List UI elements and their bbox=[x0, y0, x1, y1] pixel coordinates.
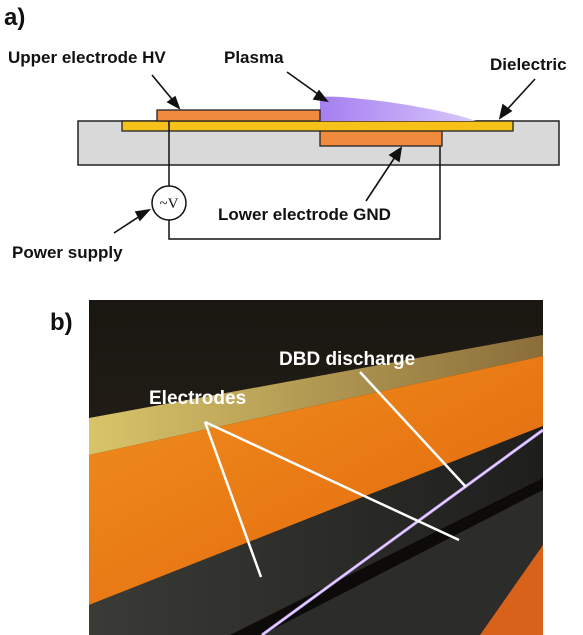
panel-b-photo: b) DBD discharge Electrode bbox=[50, 300, 543, 635]
panel-a-schematic: a) ~V Upper electrode HV Plasma Dielectr… bbox=[4, 4, 567, 262]
dark-electrode-strip bbox=[89, 426, 543, 635]
arrow-head-lower bbox=[388, 146, 403, 163]
arrow-head-plasma bbox=[312, 89, 329, 103]
lower-electrode bbox=[319, 129, 443, 147]
arrow-head-power bbox=[134, 208, 152, 222]
orange-electrode-surface bbox=[89, 356, 543, 605]
pointer-electrode-1 bbox=[203, 421, 263, 578]
dbd-discharge-core bbox=[261, 429, 543, 635]
far-surface-strip bbox=[89, 335, 543, 455]
second-electrode-strip bbox=[262, 490, 543, 635]
arrow-lower-electrode bbox=[365, 153, 398, 202]
annotation-arrows bbox=[113, 71, 536, 234]
wire-lower bbox=[168, 146, 441, 240]
photo-pointer-lines bbox=[203, 371, 467, 578]
arrow-head-upper bbox=[166, 95, 181, 110]
power-supply-label: Power supply bbox=[12, 243, 123, 262]
arrow-plasma bbox=[286, 71, 323, 98]
dielectric-label: Dielectric bbox=[490, 55, 567, 74]
arrow-dielectric bbox=[503, 78, 536, 114]
electrode-gap bbox=[230, 478, 543, 635]
ac-source-icon bbox=[151, 185, 187, 221]
dielectric-layer bbox=[121, 120, 514, 132]
upper-electrode-label: Upper electrode HV bbox=[8, 48, 166, 67]
near-orange-surface bbox=[480, 545, 543, 635]
upper-electrode bbox=[156, 109, 321, 122]
plasma-label: Plasma bbox=[224, 48, 284, 67]
pointer-electrode-2 bbox=[204, 420, 460, 542]
dbd-discharge-label: DBD discharge bbox=[279, 349, 415, 370]
lower-electrode-label: Lower electrode GND bbox=[218, 205, 391, 224]
panel-b-label: b) bbox=[50, 309, 73, 336]
pointer-discharge bbox=[359, 371, 467, 488]
ac-source-symbol: ~V bbox=[160, 196, 179, 212]
plasma-region bbox=[320, 96, 476, 121]
panel-a-label: a) bbox=[4, 4, 25, 31]
arrow-head-dielectric bbox=[498, 103, 513, 120]
electrodes-label: Electrodes bbox=[149, 388, 246, 409]
